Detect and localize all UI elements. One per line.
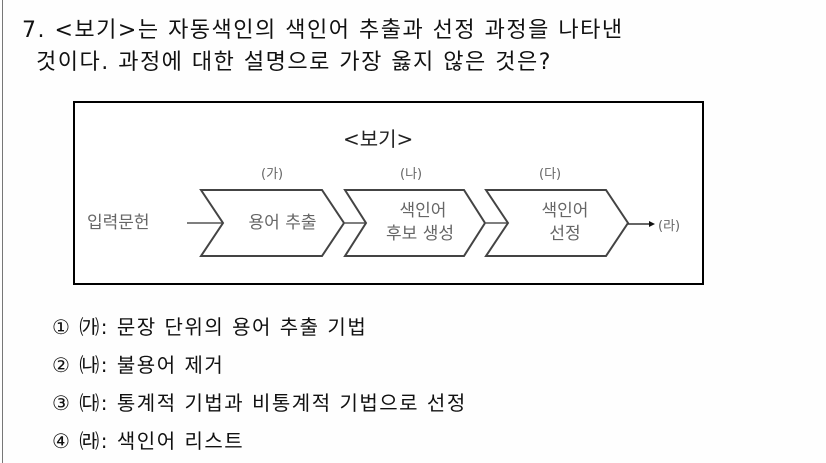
option-4-number: ④ [52,429,72,453]
input-document-label: 입력문헌 [87,213,150,233]
step-da-tag: (다) [539,167,562,182]
step-ga-text: 용어 추출 [248,213,317,233]
option-3-text: ㈐: 통계적 기법과 비통계적 기법으로 선정 [79,391,467,415]
option-1[interactable]: ① ㈎: 문장 단위의 용어 추출 기법 [52,311,367,340]
option-2-number: ② [52,353,72,377]
step-da-text-1: 색인어 [541,201,589,221]
step-da-text-2: 선정 [549,224,581,244]
option-3[interactable]: ③ ㈐: 통계적 기법과 비통계적 기법으로 선정 [52,387,467,416]
example-box: <보기> 입력문헌 (가) 용어 추출 (나) 색인어 후보 생성 (다) 색인… [73,101,704,285]
option-3-number: ③ [52,391,72,415]
process-diagram [187,189,655,257]
step-na-text-2: 후보 생성 [386,224,454,244]
option-2[interactable]: ② ㈏: 불용어 제거 [52,349,224,378]
question-line-1: 7. <보기>는 자동색인의 색인어 추출과 선정 과정을 나타낸 [22,18,624,43]
example-box-title: <보기> [343,127,414,151]
option-1-text: ㈎: 문장 단위의 용어 추출 기법 [79,315,368,339]
page-left-border [2,0,3,463]
output-ra-label: (라) [658,219,681,234]
question-line-2: 것이다. 과정에 대한 설명으로 가장 옳지 않은 것은? [36,50,552,75]
option-4-text: ㈑: 색인어 리스트 [79,429,245,453]
step-ga-tag: (가) [261,167,284,182]
step-na-text-1: 색인어 [399,201,447,221]
step-na-tag: (나) [400,167,423,182]
option-4[interactable]: ④ ㈑: 색인어 리스트 [52,425,244,454]
option-1-number: ① [52,315,72,339]
option-2-text: ㈏: 불용어 제거 [79,353,225,377]
